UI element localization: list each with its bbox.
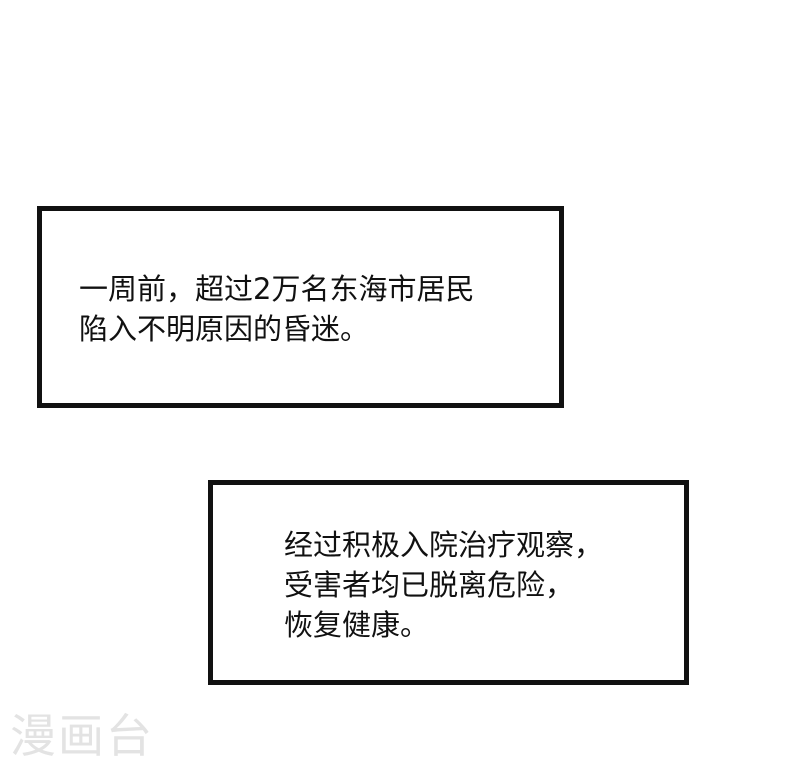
caption-box-2: 经过积极入院治疗观察， 受害者均已脱离危险， 恢复健康。 [208, 480, 689, 685]
caption-text-1: 一周前，超过2万名东海市居民 陷入不明原因的昏迷。 [79, 269, 474, 349]
watermark-logo: 漫画台 [10, 709, 154, 763]
caption-1-line-1: 一周前，超过2万名东海市居民 [79, 272, 475, 306]
caption-2-line-2: 受害者均已脱离危险， [284, 568, 575, 602]
caption-box-1: 一周前，超过2万名东海市居民 陷入不明原因的昏迷。 [37, 206, 564, 408]
caption-1-line-2: 陷入不明原因的昏迷。 [79, 312, 370, 346]
caption-text-2: 经过积极入院治疗观察， 受害者均已脱离危险， 恢复健康。 [284, 525, 603, 645]
caption-2-line-3: 恢复健康。 [284, 608, 430, 642]
caption-2-line-1: 经过积极入院治疗观察， [284, 528, 604, 562]
